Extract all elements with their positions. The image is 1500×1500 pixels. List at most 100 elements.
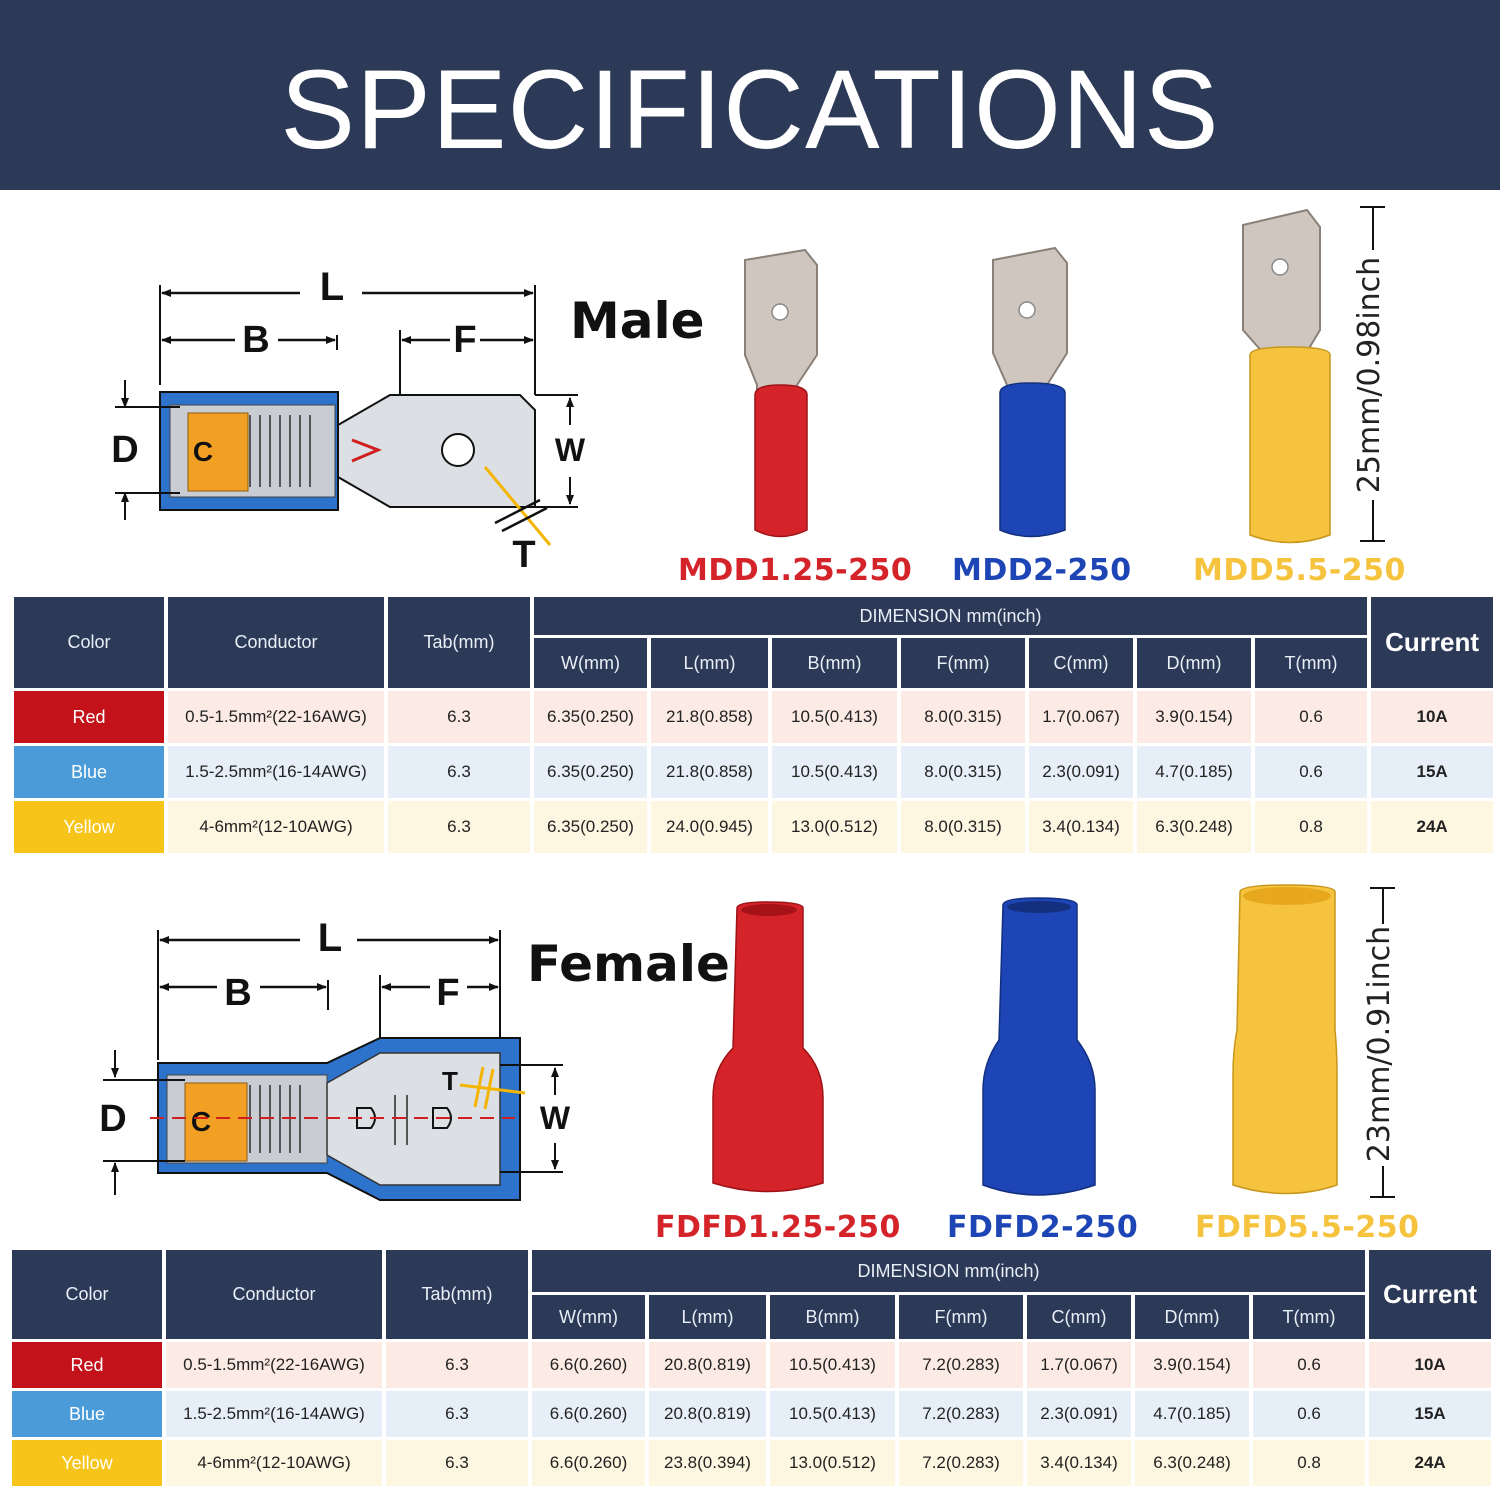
diagram-label-L: L (320, 265, 344, 309)
female-model-yellow: FDFD5.5-250 (1195, 1210, 1420, 1245)
male-size-bracket (1355, 205, 1395, 545)
c-cell: 1.7(0.067) (1029, 691, 1133, 743)
conductor-cell: 1.5-2.5mm²(16-14AWG) (168, 746, 384, 798)
header-f: F(mm) (899, 1295, 1023, 1339)
tab-cell: 6.3 (388, 691, 530, 743)
tab-cell: 6.3 (386, 1440, 528, 1486)
color-cell: Yellow (14, 801, 164, 853)
diagram-label-B: B (242, 319, 269, 361)
diagram-label-T: T (512, 534, 535, 576)
c-cell: 1.7(0.067) (1027, 1342, 1131, 1388)
male-terminal-red (735, 245, 835, 545)
header-b: B(mm) (772, 638, 897, 688)
header-color: Color (14, 597, 164, 688)
diagram-label-T: T (442, 1066, 458, 1096)
l-cell: 20.8(0.819) (649, 1391, 766, 1437)
table-row: Red 0.5-1.5mm²(22-16AWG) 6.3 6.35(0.250)… (14, 691, 1494, 743)
d-cell: 4.7(0.185) (1135, 1391, 1249, 1437)
table-row: Yellow 4-6mm²(12-10AWG) 6.3 6.35(0.250) … (14, 801, 1494, 853)
diagram-label-W: W (555, 432, 586, 468)
diagram-label-D: D (111, 429, 138, 471)
tab-cell: 6.3 (388, 746, 530, 798)
t-cell: 0.6 (1253, 1391, 1366, 1437)
page-title: SPECIFICATIONS (280, 47, 1220, 172)
female-model-blue: FDFD2-250 (947, 1210, 1139, 1245)
t-cell: 0.8 (1255, 801, 1368, 853)
t-cell: 0.6 (1255, 746, 1368, 798)
female-terminal-blue (975, 895, 1100, 1205)
b-cell: 10.5(0.413) (772, 691, 897, 743)
header-tab: Tab(mm) (388, 597, 530, 688)
header-l: L(mm) (649, 1295, 766, 1339)
header-current: Current (1371, 597, 1494, 688)
tab-cell: 6.3 (386, 1391, 528, 1437)
conductor-cell: 4-6mm²(12-10AWG) (166, 1440, 382, 1486)
c-cell: 2.3(0.091) (1027, 1391, 1131, 1437)
t-cell: 0.6 (1255, 691, 1368, 743)
header-tab: Tab(mm) (386, 1250, 528, 1339)
current-cell: 10A (1369, 1342, 1492, 1388)
header-c: C(mm) (1027, 1295, 1131, 1339)
color-cell: Red (12, 1342, 162, 1388)
d-cell: 3.9(0.154) (1135, 1342, 1249, 1388)
female-size-bracket (1365, 886, 1405, 1201)
male-model-yellow: MDD5.5-250 (1193, 553, 1406, 588)
t-cell: 0.6 (1253, 1342, 1366, 1388)
color-cell: Yellow (12, 1440, 162, 1486)
table-row: Blue 1.5-2.5mm²(16-14AWG) 6.3 6.6(0.260)… (12, 1391, 1492, 1437)
current-cell: 24A (1369, 1440, 1492, 1486)
color-cell: Blue (14, 746, 164, 798)
header-dimension: DIMENSION mm(inch) (532, 1250, 1366, 1292)
w-cell: 6.6(0.260) (532, 1342, 645, 1388)
f-cell: 7.2(0.283) (899, 1391, 1023, 1437)
color-cell: Blue (12, 1391, 162, 1437)
l-cell: 21.8(0.858) (651, 746, 768, 798)
header-t: T(mm) (1253, 1295, 1366, 1339)
header-t: T(mm) (1255, 638, 1368, 688)
header-b: B(mm) (770, 1295, 895, 1339)
table-row: Yellow 4-6mm²(12-10AWG) 6.3 6.6(0.260) 2… (12, 1440, 1492, 1486)
d-cell: 6.3(0.248) (1135, 1440, 1249, 1486)
current-cell: 15A (1371, 746, 1494, 798)
l-cell: 21.8(0.858) (651, 691, 768, 743)
table-row: Red 0.5-1.5mm²(22-16AWG) 6.3 6.6(0.260) … (12, 1342, 1492, 1388)
diagram-label-B: B (224, 972, 251, 1014)
b-cell: 10.5(0.413) (770, 1391, 895, 1437)
header-dimension: DIMENSION mm(inch) (534, 597, 1368, 635)
diagram-label-F: F (453, 319, 476, 361)
male-label: Male (570, 292, 705, 350)
c-cell: 3.4(0.134) (1029, 801, 1133, 853)
f-cell: 7.2(0.283) (899, 1342, 1023, 1388)
male-model-blue: MDD2-250 (952, 553, 1132, 588)
t-cell: 0.8 (1253, 1440, 1366, 1486)
female-model-red: FDFD1.25-250 (655, 1210, 901, 1245)
header-f: F(mm) (901, 638, 1025, 688)
diagram-label-D: D (99, 1098, 126, 1140)
l-cell: 23.8(0.394) (649, 1440, 766, 1486)
c-cell: 2.3(0.091) (1029, 746, 1133, 798)
male-terminal-blue (985, 245, 1085, 545)
l-cell: 20.8(0.819) (649, 1342, 766, 1388)
current-cell: 10A (1371, 691, 1494, 743)
diagram-label-F: F (436, 972, 459, 1014)
header-w: W(mm) (532, 1295, 645, 1339)
male-model-red: MDD1.25-250 (678, 553, 913, 588)
conductor-cell: 4-6mm²(12-10AWG) (168, 801, 384, 853)
b-cell: 13.0(0.512) (770, 1440, 895, 1486)
female-label: Female (527, 935, 730, 993)
header-l: L(mm) (651, 638, 768, 688)
tab-cell: 6.3 (386, 1342, 528, 1388)
male-terminal-yellow (1235, 205, 1345, 550)
diagram-label-C: C (193, 436, 213, 467)
conductor-cell: 0.5-1.5mm²(22-16AWG) (166, 1342, 382, 1388)
female-dimension-diagram: L B F C D W (95, 915, 575, 1215)
f-cell: 8.0(0.315) (901, 746, 1025, 798)
c-cell: 3.4(0.134) (1027, 1440, 1131, 1486)
header-current: Current (1369, 1250, 1492, 1339)
male-size-note: 25mm/0.98inch (1352, 256, 1387, 494)
female-terminal-red (705, 898, 830, 1203)
female-terminal-yellow (1225, 880, 1350, 1205)
w-cell: 6.6(0.260) (532, 1440, 645, 1486)
female-size-note: 23mm/0.91inch (1362, 925, 1397, 1163)
header-w: W(mm) (534, 638, 647, 688)
